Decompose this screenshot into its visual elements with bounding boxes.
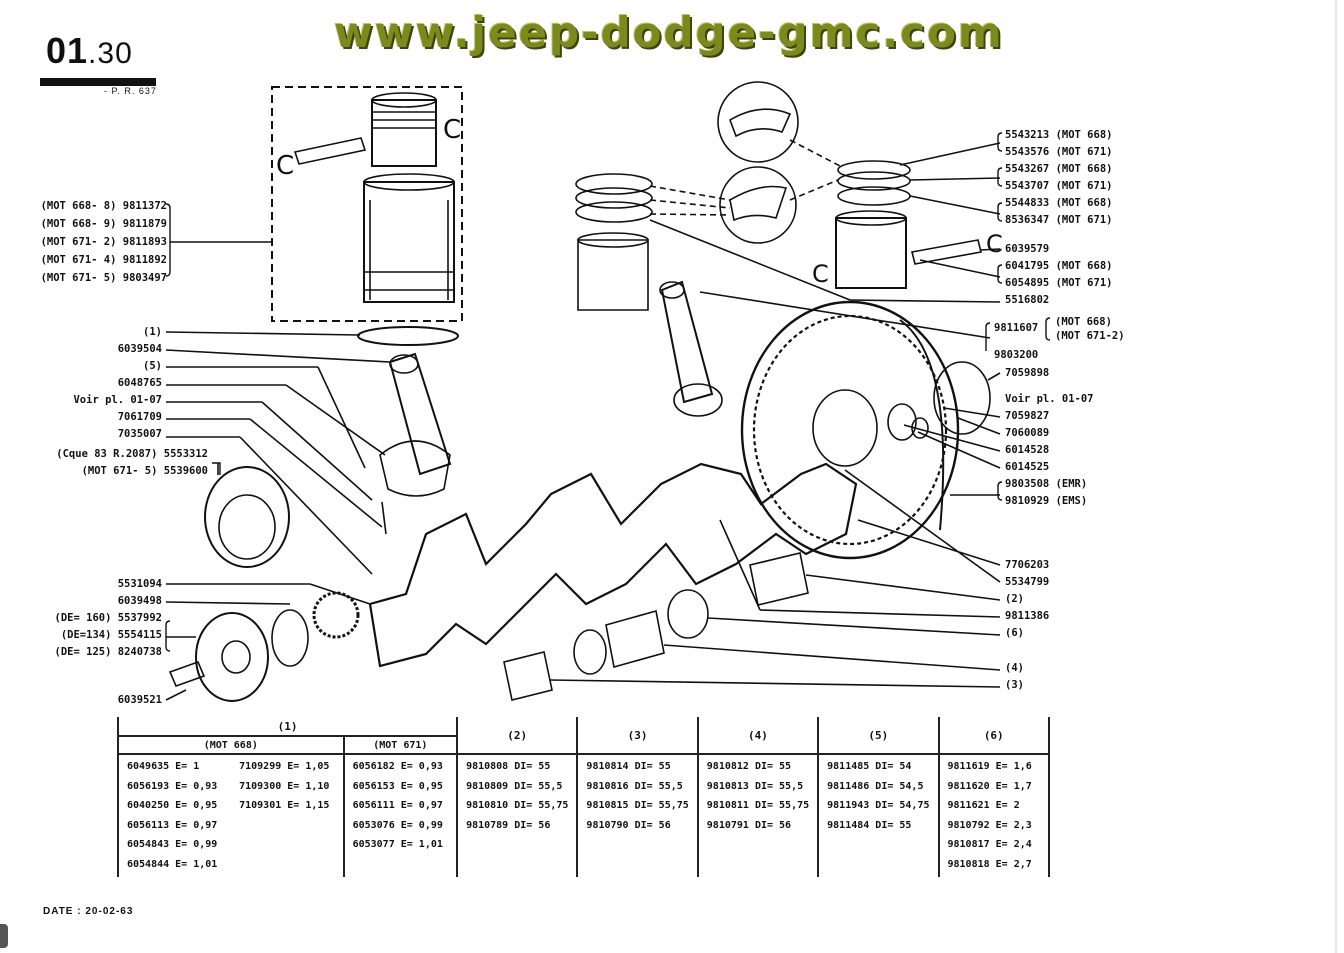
liner-seal-ring [357,326,459,346]
liner-labels: (MOT 668- 8) 9811372 (MOT 668- 9) 981187… [40,200,167,284]
col-header-1: (1) [116,717,459,736]
clutch-plate [933,361,991,435]
sub-header-mot671: (MOT 671) [342,735,459,754]
svg-text:C: C [443,115,461,145]
section-underline [40,78,156,86]
ring-detail-lower [719,166,797,244]
plate-reference: - P. R. 637 [104,86,157,96]
piston-ghost [577,239,649,311]
svg-text:C: C [986,230,1003,258]
piston-right [835,217,907,289]
page-edge [1335,0,1337,953]
rod-label-main: 9811607 [994,322,1039,334]
left-part-labels: (1) 6039504 (5) 6048765 Voir pl. 01-07 7… [73,326,162,440]
document-date: DATE : 20-02-63 [43,906,134,917]
ring-labels: 5543213 (MOT 668) 5543576 (MOT 671) 5543… [1005,129,1113,226]
flywheel [740,300,960,560]
pulley-labels: (Cque 83 R.2087) 5553312 (MOT 671- 5) 55… [56,448,208,477]
connecting-rod-left [388,352,452,476]
bearing-shell-3b [503,651,553,701]
connecting-rod-right [660,280,714,404]
bearing-shell-3a [605,609,665,669]
svg-text:C: C [276,151,294,181]
col-header-6: (6) [937,717,1050,754]
col-header-3: (3) [576,717,699,754]
liner-assembly-box [271,86,463,322]
piston-left [371,99,437,167]
thrust-washer-6 [667,589,709,639]
col-header-5: (5) [817,717,940,754]
scroll-handle[interactable] [0,924,8,948]
piston-rings-right [837,160,911,180]
rod-label-bolt: 9803200 [994,349,1039,361]
sub-header-mot668: (MOT 668) [117,735,345,754]
ring-detail-upper [717,81,799,163]
col-header-4: (4) [696,717,820,754]
pin-labels: 6039579 6041795 (MOT 668) 6054895 (MOT 6… [1005,243,1113,306]
bolt-label: 6039521 [117,694,162,706]
parts-table: (1) (2) (3) (4) (5) (6) (MOT 668) (MOT 6… [116,717,1050,877]
svg-text:C: C [812,260,829,288]
crankshaft [368,462,858,668]
col-header-2: (2) [456,717,579,754]
crank-pulley [195,612,269,702]
bearing-labels: 7706203 5534799 (2) 9811386 (6) (4) (3) [1005,559,1050,691]
wrist-pin-left [293,137,367,165]
thrust-washer-4 [573,629,607,675]
watermark-url: www.jeep-dodge-gmc.com [334,8,1004,57]
damper-pulley [204,466,290,568]
flywheel-labels: 7059898 Voir pl. 01-07 7059827 7060089 6… [1005,367,1094,507]
wrist-pin-right [911,239,982,265]
rod-label-variants: (MOT 668) (MOT 671-2) [1055,316,1125,342]
bearing-shell-2 [749,552,809,606]
cylinder-liner [363,181,455,303]
gear-labels: 5531094 6039498 (DE= 160) 5537992 (DE=13… [54,578,162,658]
section-number: 01.30 [46,30,133,71]
timing-gear [312,591,360,639]
